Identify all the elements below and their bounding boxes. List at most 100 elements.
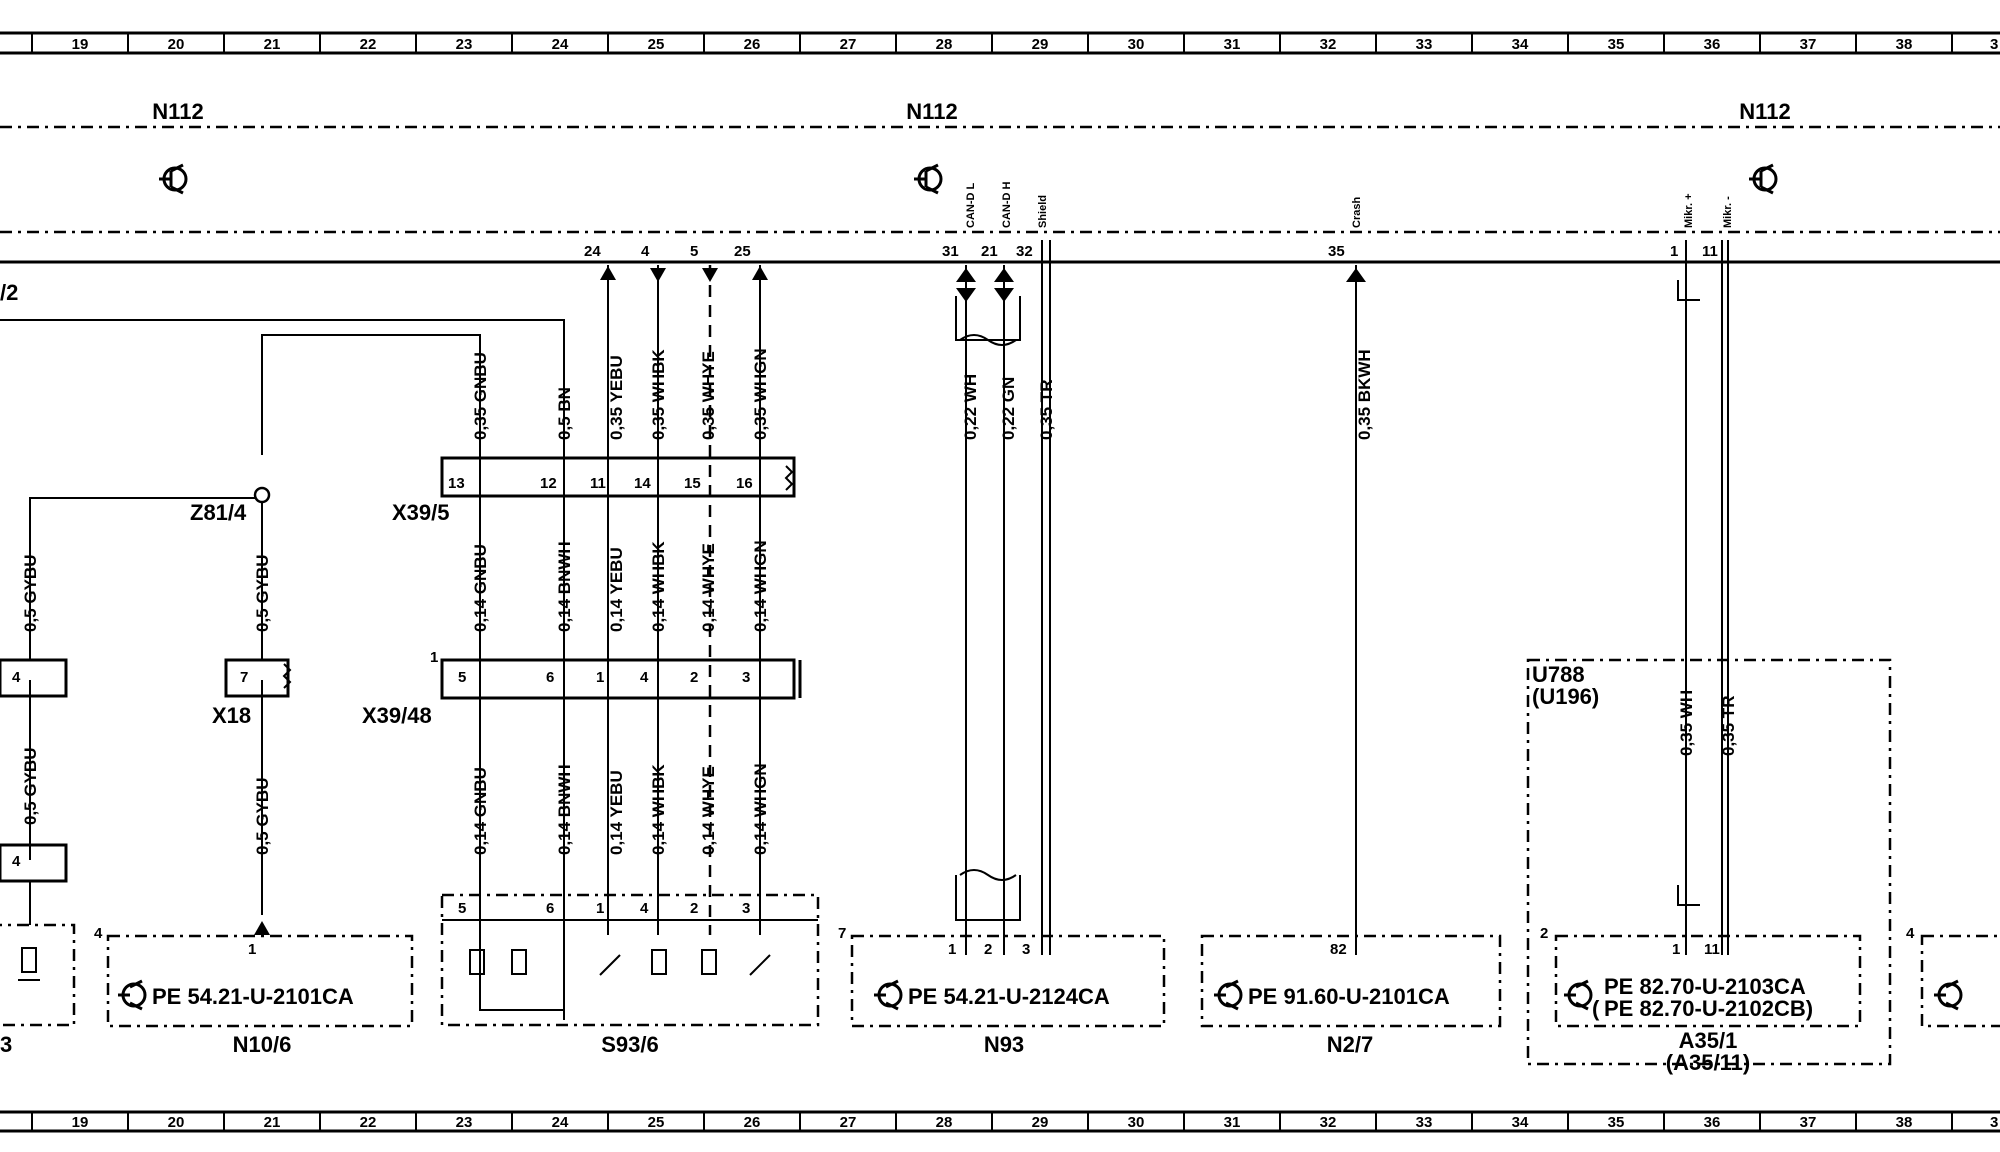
ruler-37: 37 [1800, 36, 1817, 53]
left-pin-4b: 4 [12, 853, 21, 870]
top-ruler: 19 20 21 22 23 24 25 26 27 28 29 30 31 3… [0, 31, 2000, 55]
ground-icon [1214, 979, 1243, 1011]
n93-component: 7 1 2 3 PE 54.21-U-2124CA N93 [838, 925, 1166, 1057]
u788-box: U788 (U196) [1526, 658, 1892, 1066]
x39-5-block: 13 12 11 14 15 16 [440, 456, 796, 498]
ruler-23: 23 [456, 36, 473, 53]
wire-014-whgn-lower: 0,14 WHGN [751, 763, 770, 855]
x39-5-pin-16: 16 [736, 475, 753, 492]
wire-035-yebu: 0,35 YEBU [607, 355, 626, 440]
n93-box-no: 7 [838, 925, 846, 942]
wires-can [955, 240, 1051, 955]
bruler-33: 33 [1416, 1114, 1433, 1131]
wires-left [0, 319, 565, 925]
wire-05-gybu-lower-left: 0,5 GYBU [21, 748, 40, 825]
bruler-34: 34 [1512, 1114, 1529, 1131]
bruler-23: 23 [456, 1114, 473, 1131]
pin-25: 25 [734, 243, 751, 260]
ruler-38: 38 [1896, 36, 1913, 53]
pin-32: 32 [1016, 243, 1033, 260]
n2-7-ref: PE 91.60-U-2101CA [1248, 984, 1450, 1009]
pin-5: 5 [690, 243, 698, 260]
pin-21: 21 [981, 243, 998, 260]
signal-crash: Crash [1351, 197, 1363, 228]
n10-6-ref: PE 54.21-U-2101CA [152, 984, 354, 1009]
ruler-30: 30 [1128, 36, 1145, 53]
bottom-ruler: 19 20 21 22 23 24 25 26 27 28 29 30 31 3… [0, 1110, 2000, 1133]
ruler-26: 26 [744, 36, 761, 53]
x18-block: 7 [224, 658, 292, 698]
ground-icon [874, 979, 903, 1011]
wire-035-whye: 0,35 WHYE [699, 351, 718, 440]
ruler-partial: 3 [1990, 36, 1998, 53]
a35-ref-2: PE 82.70-U-2102CB) [1604, 996, 1813, 1021]
n10-6-box-no: 4 [94, 925, 103, 942]
s93-pin-5: 5 [458, 900, 466, 917]
n93-pin-3: 3 [1022, 941, 1030, 958]
a35-pin-11: 11 [1704, 941, 1720, 958]
pin-35: 35 [1328, 243, 1345, 260]
pin-1: 1 [1670, 243, 1678, 260]
ground-icon [914, 163, 943, 195]
s93-pin-2: 2 [690, 900, 698, 917]
ruler-27: 27 [840, 36, 857, 53]
ruler-25: 25 [648, 36, 665, 53]
wire-014-whgn: 0,14 WHGN [751, 540, 770, 632]
s93-pin-6: 6 [546, 900, 554, 917]
bruler-24: 24 [552, 1114, 569, 1131]
wire-014-gnbu-lower: 0,14 GNBU [471, 767, 490, 855]
wire-014-whye-lower: 0,14 WHYE [699, 766, 718, 855]
ruler-33: 33 [1416, 36, 1433, 53]
pin-11: 11 [1702, 243, 1718, 260]
a35-11-name: (A35/11) [1666, 1050, 1750, 1075]
wire-crash [1346, 265, 1366, 955]
wire-05-gybu-x18: 0,5 GYBU [253, 778, 272, 855]
bruler-38: 38 [1896, 1114, 1913, 1131]
signal-mikr-plus: Mikr. + [1683, 193, 1695, 228]
ruler-21: 21 [264, 36, 281, 53]
bruler-31: 31 [1224, 1114, 1241, 1131]
bruler-partial: 3 [1990, 1114, 1998, 1131]
x39-48-pin-6: 6 [546, 669, 554, 686]
left-connectors: 4 4 [0, 658, 68, 883]
ground-icon [1564, 979, 1593, 1011]
ruler-28: 28 [936, 36, 953, 53]
bruler-22: 22 [360, 1114, 377, 1131]
module-label-2: N112 [906, 99, 957, 124]
wire-05-gybu-left: 0,5 GYBU [21, 555, 40, 632]
ruler-20: 20 [168, 36, 185, 53]
ruler-35: 35 [1608, 36, 1625, 53]
ruler-31: 31 [1224, 36, 1241, 53]
wire-022-gn: 0,22 GN [999, 377, 1018, 440]
bruler-32: 32 [1320, 1114, 1337, 1131]
pin-31: 31 [942, 243, 959, 260]
bruler-20: 20 [168, 1114, 185, 1131]
x39-5-pin-15: 15 [684, 475, 701, 492]
bruler-36: 36 [1704, 1114, 1721, 1131]
n93-ref: PE 54.21-U-2124CA [908, 984, 1110, 1009]
n93-pin-1: 1 [948, 941, 956, 958]
n10-6-pin: 1 [248, 941, 256, 958]
ruler-36: 36 [1704, 36, 1721, 53]
bruler-26: 26 [744, 1114, 761, 1131]
wires-x39 [479, 265, 768, 1020]
a35-pin-1: 1 [1672, 941, 1680, 958]
x39-5-pin-14: 14 [634, 475, 651, 492]
bruler-21: 21 [264, 1114, 281, 1131]
wire-022-wh: 0,22 WH [961, 374, 980, 440]
n10-6-name: N10/6 [233, 1032, 292, 1057]
pin-4: 4 [641, 243, 650, 260]
ruler-29: 29 [1032, 36, 1049, 53]
signal-shield: Shield [1037, 195, 1049, 228]
bruler-27: 27 [840, 1114, 857, 1131]
a35-box-no: 2 [1540, 925, 1548, 942]
a35-1-name: A35/1 [1679, 1028, 1738, 1053]
a35-1-component: 2 1 11 PE 82.70-U-2103CA ( PE 82.70-U-21… [1540, 925, 1862, 1075]
n112-module: N112 N112 N112 CAN-D L CAN-D H Shie [0, 99, 2000, 264]
left-partial-component: 3 [0, 923, 76, 1057]
x39-48-pin-2: 2 [690, 669, 698, 686]
s93-pin-3: 3 [742, 900, 750, 917]
wire-014-whbk: 0,14 WHBK [649, 541, 668, 632]
signal-can-l: CAN-D L [965, 183, 977, 228]
connector-x39-5: X39/5 [392, 500, 450, 525]
